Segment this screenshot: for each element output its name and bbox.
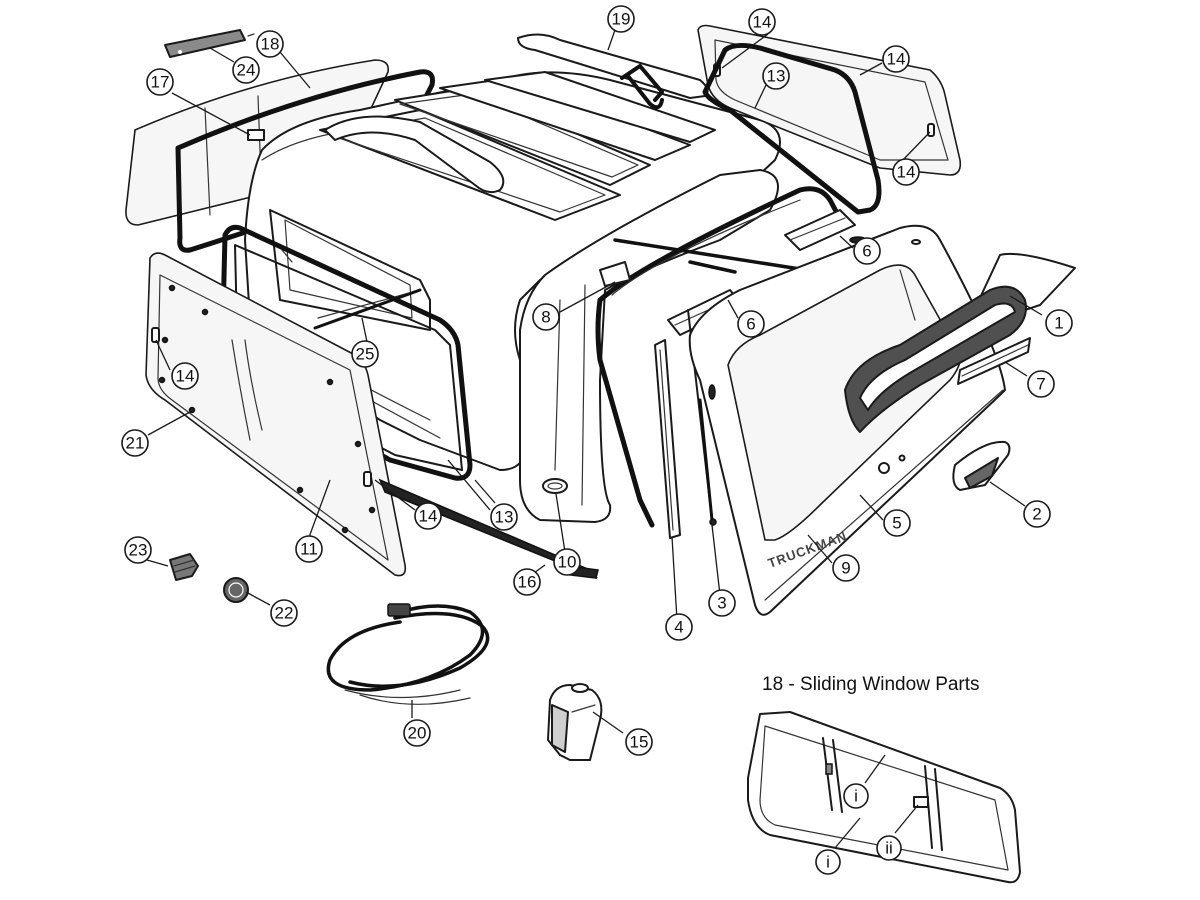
callout-14-top-left: 14 (748, 8, 776, 36)
callout-20: 20 (403, 719, 431, 747)
callout-6-upper: 6 (853, 237, 881, 265)
part-24-handle (164, 29, 255, 58)
svg-text:25: 25 (356, 345, 375, 364)
svg-text:8: 8 (541, 308, 550, 327)
svg-text:6: 6 (746, 315, 755, 334)
part-15-bracket (547, 683, 603, 761)
svg-text:2: 2 (1032, 505, 1041, 524)
callout-1: 1 (1045, 309, 1073, 337)
inset-title: 18 - Sliding Window Parts (762, 674, 980, 695)
svg-text:5: 5 (892, 514, 901, 533)
svg-text:24: 24 (237, 61, 256, 80)
svg-text:23: 23 (129, 541, 148, 560)
part-2-handle (952, 440, 1011, 491)
svg-text:4: 4 (674, 618, 683, 637)
callout-23: 23 (124, 536, 152, 564)
svg-text:18: 18 (261, 35, 280, 54)
svg-text:3: 3 (717, 594, 726, 613)
part-19-top-strip (517, 33, 709, 110)
callout-i-upper: i (843, 783, 869, 809)
part-23-connector (169, 553, 199, 581)
part-11-side-window (145, 252, 407, 577)
svg-text:14: 14 (176, 367, 195, 386)
part-20-wiring (326, 603, 490, 705)
callout-5: 5 (883, 509, 911, 537)
svg-text:13: 13 (767, 67, 786, 86)
svg-text:6: 6 (862, 242, 871, 261)
callout-9: 9 (832, 554, 860, 582)
screw-marks (158, 284, 376, 534)
part-5-rear-door: TRUCKMAN (688, 224, 1006, 616)
part-1-spoiler (844, 252, 1076, 433)
svg-text:10: 10 (558, 553, 577, 572)
callout-2: 2 (1023, 500, 1051, 528)
part-4-strip (654, 339, 681, 539)
callout-21: 21 (121, 429, 149, 457)
part-22-connector (223, 577, 249, 603)
callout-13-upper: 13 (762, 62, 790, 90)
callout-14-side: 14 (171, 362, 199, 390)
part-7-light (957, 337, 1031, 385)
callout-17: 17 (146, 68, 174, 96)
callout-4: 4 (665, 613, 693, 641)
callout-25: 25 (351, 340, 379, 368)
callout-ii: ii (876, 835, 902, 861)
callout-16: 16 (513, 568, 541, 596)
callout-22: 22 (270, 599, 298, 627)
svg-text:7: 7 (1036, 375, 1045, 394)
svg-text:17: 17 (151, 73, 170, 92)
callout-18: 18 (256, 30, 284, 58)
callout-7: 7 (1027, 370, 1055, 398)
callout-14-right: 14 (892, 158, 920, 186)
callout-14-bottom: 14 (414, 502, 442, 530)
svg-text:9: 9 (841, 559, 850, 578)
callout-3: 3 (708, 589, 736, 617)
callout-i-lower: i (815, 849, 841, 875)
svg-text:20: 20 (408, 724, 427, 743)
svg-text:13: 13 (495, 508, 514, 527)
svg-text:15: 15 (630, 733, 649, 752)
callout-19: 19 (607, 5, 635, 33)
svg-text:i: i (826, 853, 830, 872)
svg-text:19: 19 (612, 10, 631, 29)
svg-text:11: 11 (300, 540, 318, 559)
leader-lines (139, 29, 1043, 849)
canopy-body (244, 71, 781, 523)
svg-text:21: 21 (126, 434, 145, 453)
inset-sliding-window (747, 711, 1021, 884)
part-13-rear-seal (702, 42, 882, 215)
callout-15: 15 (625, 728, 653, 756)
svg-text:i: i (854, 787, 858, 806)
callout-10: 10 (553, 548, 581, 576)
svg-text:14: 14 (753, 13, 772, 32)
callout-11: 11 (295, 535, 323, 563)
callout-13-lower: 13 (490, 503, 518, 531)
svg-text:22: 22 (275, 604, 294, 623)
callout-6-lower: 6 (737, 310, 765, 338)
callout-14-top-right: 14 (882, 45, 910, 73)
callout-24: 24 (232, 56, 260, 84)
svg-text:1: 1 (1054, 314, 1063, 333)
svg-text:16: 16 (518, 573, 537, 592)
svg-text:14: 14 (419, 507, 438, 526)
svg-text:14: 14 (887, 50, 906, 69)
svg-text:ii: ii (885, 839, 893, 858)
svg-text:14: 14 (897, 163, 916, 182)
callout-8: 8 (532, 303, 560, 331)
